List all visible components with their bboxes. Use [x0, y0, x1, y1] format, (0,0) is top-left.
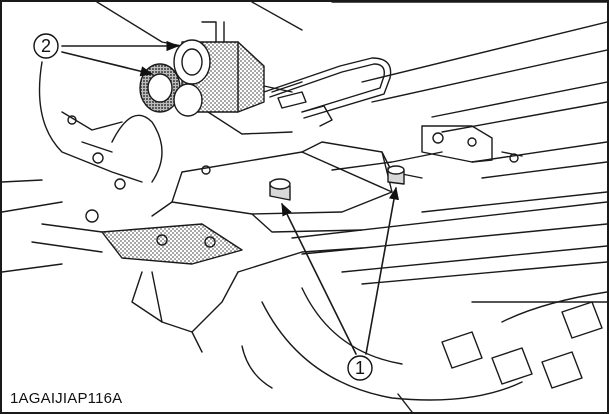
tie-rods [291, 191, 607, 285]
callout-2-label: 2 [41, 36, 51, 56]
mount-bolts [269, 165, 405, 201]
upper-frame-rails [96, 2, 607, 179]
side-bracket [421, 125, 523, 163]
valve-assembly [139, 21, 293, 135]
tire [241, 287, 607, 412]
transmission-housing [2, 61, 211, 213]
callout-2: 2 [33, 33, 59, 59]
brake-pipes [263, 57, 392, 127]
figure-code: 1AGAIJIAP116A [8, 390, 125, 407]
callout-leaders [61, 40, 399, 355]
callout-1: 1 [347, 355, 373, 381]
crossmember [151, 141, 443, 233]
callout-1-label: 1 [355, 358, 365, 378]
lower-arm [2, 209, 363, 353]
